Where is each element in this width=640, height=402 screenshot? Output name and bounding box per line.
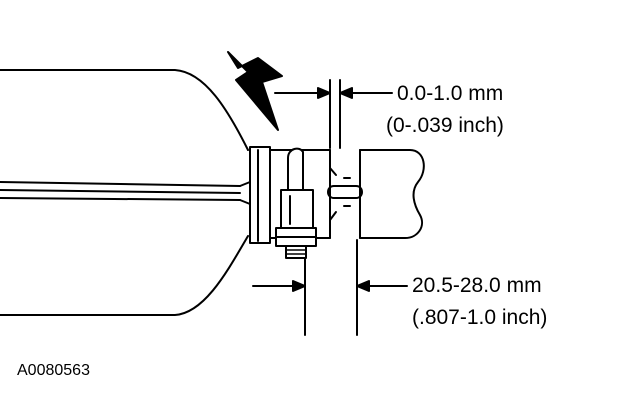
insertion-mm-label: 20.5-28.0 mm bbox=[412, 274, 542, 297]
insertion-dimension bbox=[252, 239, 408, 336]
hose-body bbox=[0, 69, 251, 316]
figure-id: A0080563 bbox=[17, 362, 90, 379]
clearance-dimension bbox=[274, 79, 393, 149]
clearance-mm-label: 0.0-1.0 mm bbox=[397, 82, 504, 105]
insertion-inch-label: (.807-1.0 inch) bbox=[412, 306, 548, 329]
clamp-band bbox=[249, 146, 271, 244]
clearance-inch-label: (0-.039 inch) bbox=[386, 114, 504, 137]
heavy-arrow-icon bbox=[227, 51, 283, 131]
clamp-screw bbox=[275, 147, 317, 259]
